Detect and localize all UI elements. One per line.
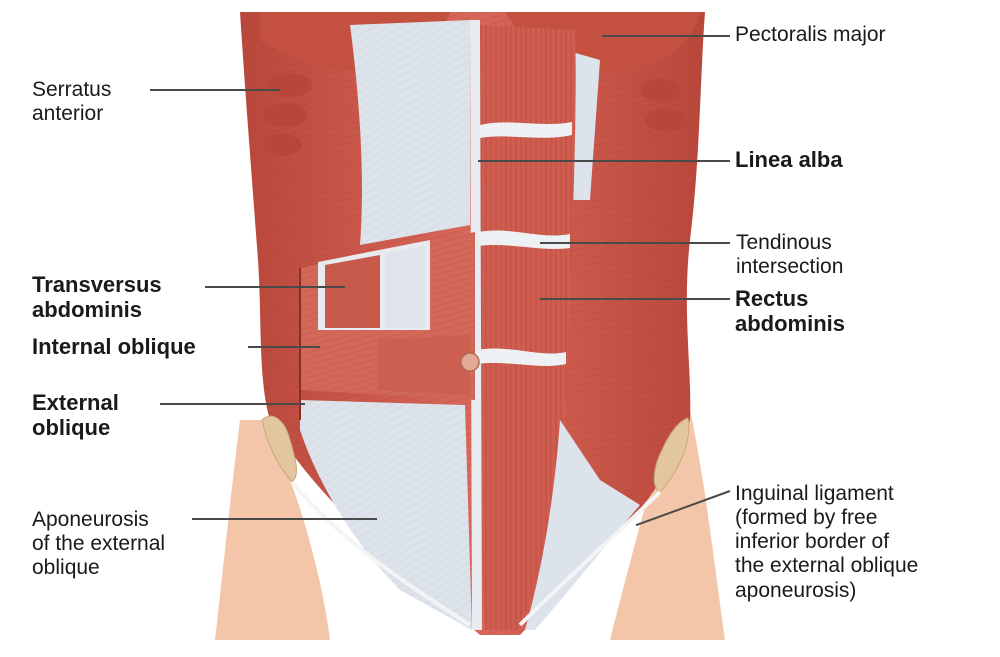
label-inguinal-ligament: Inguinal ligament (formed by free inferi… (735, 482, 918, 603)
linea-alba-line (470, 20, 482, 630)
label-transversus-abdominis: Transversus abdominis (32, 272, 162, 323)
leader-internal-oblique (248, 346, 320, 348)
label-line-2: (formed by free (735, 506, 878, 530)
leader-tendinous-intersection (540, 242, 730, 244)
iliac-crest-left (261, 415, 297, 483)
label-line-2: of the external (32, 532, 166, 556)
leader-pectoralis-major (602, 35, 730, 37)
label-line-2: oblique (32, 415, 111, 441)
skin-left-thigh (215, 420, 330, 640)
label-line-1: Serratus (32, 78, 112, 101)
label-line-2: intersection (736, 255, 844, 279)
label-tendinous-intersection: Tendinous intersection (736, 231, 843, 279)
label-line-3: inferior border of (735, 530, 890, 554)
label-internal-oblique: Internal oblique (32, 334, 196, 359)
label-text: Linea alba (735, 147, 843, 172)
label-aponeurosis-external-oblique: Aponeurosis of the external oblique (32, 508, 165, 580)
internal-oblique-lower-strip (378, 335, 470, 395)
leader-external-oblique (160, 403, 305, 405)
label-line-1: External (32, 390, 119, 415)
skin-right-thigh (610, 410, 725, 640)
serratus-anterior (262, 73, 685, 156)
umbilicus (460, 352, 480, 372)
label-line-2: anterior (32, 102, 104, 126)
label-line-2: abdominis (32, 297, 143, 323)
label-line-2: abdominis (735, 311, 846, 337)
leader-aponeurosis (192, 518, 377, 520)
leader-transversus-abdominis (205, 286, 345, 288)
label-line-5: aponeurosis) (735, 578, 857, 602)
leader-linea-alba (478, 160, 730, 162)
label-pectoralis-major: Pectoralis major (735, 23, 886, 47)
label-linea-alba: Linea alba (735, 147, 843, 172)
aponeurosis-lower-right (525, 420, 640, 630)
label-line-3: oblique (32, 556, 100, 580)
label-external-oblique: External oblique (32, 390, 119, 441)
label-text: Internal oblique (32, 334, 196, 359)
inguinal-ligament-right (518, 490, 662, 627)
label-line-4: the external oblique (735, 554, 919, 578)
label-text: Pectoralis major (735, 23, 886, 46)
leader-rectus-abdominis (540, 298, 730, 300)
label-serratus-anterior: Serratus anterior (32, 78, 111, 126)
label-line-1: Inguinal ligament (735, 482, 894, 505)
leader-serratus-anterior (150, 89, 280, 91)
label-line-1: Aponeurosis (32, 508, 149, 531)
iliac-crest-right (653, 417, 690, 493)
label-line-1: Rectus (735, 286, 809, 311)
inguinal-ligament-left (290, 480, 472, 627)
tendinous-intersections (476, 122, 572, 366)
label-rectus-abdominis: Rectus abdominis (735, 286, 845, 337)
label-line-1: Tendinous (736, 231, 832, 254)
label-line-1: Transversus (32, 272, 162, 297)
